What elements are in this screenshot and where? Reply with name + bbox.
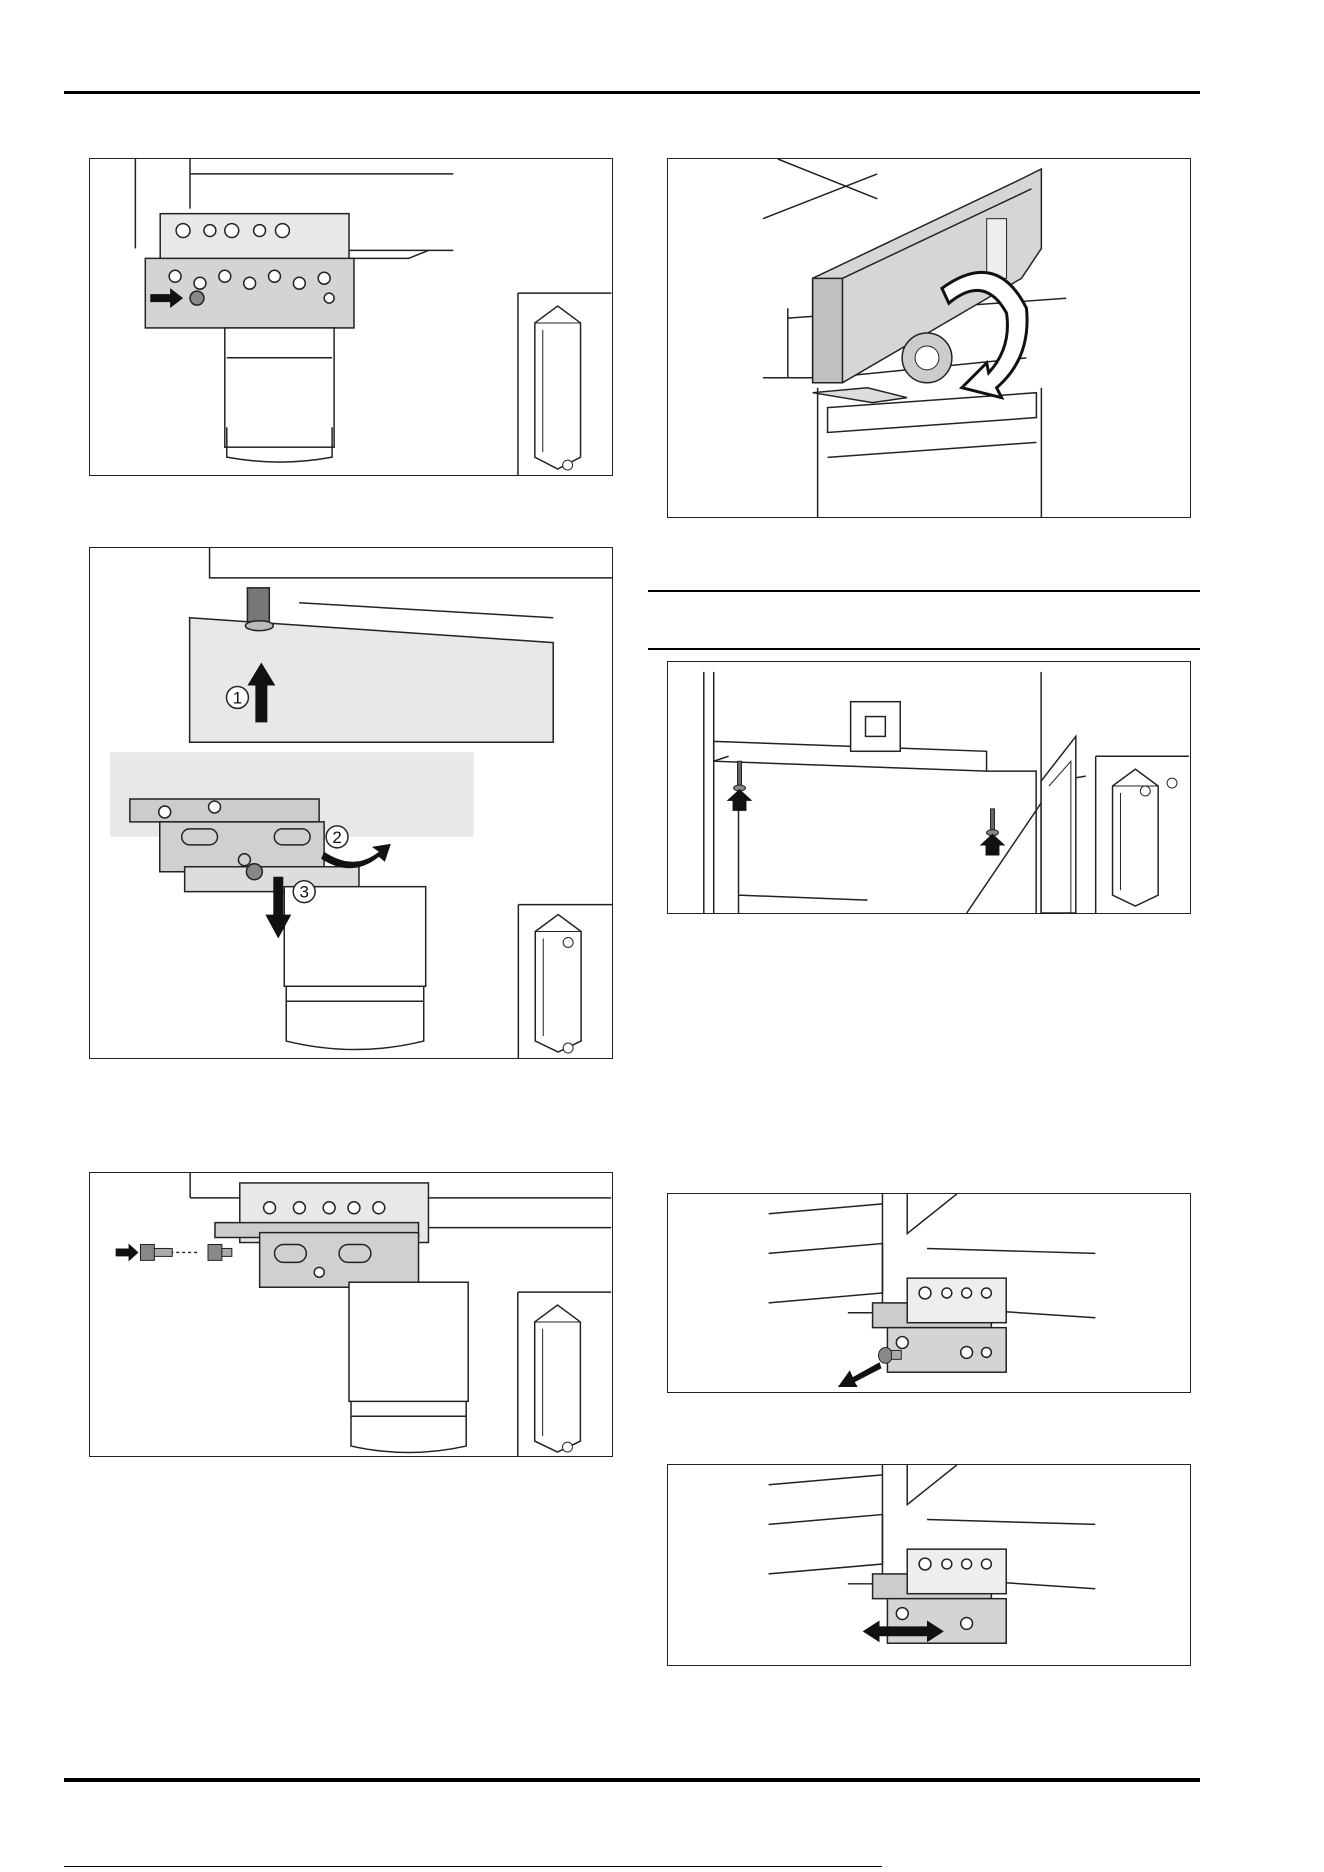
figure-hinge-screw-remove bbox=[667, 1193, 1191, 1393]
illustration-hinge-removal: 1 2 3 bbox=[90, 548, 612, 1058]
figure-hinge-remove-steps: 1 2 3 bbox=[89, 547, 613, 1059]
cabinet-thumbnail-icon bbox=[518, 905, 612, 1058]
rotate-arrow-icon bbox=[321, 844, 391, 868]
footer-rule bbox=[64, 1866, 882, 1867]
cabinet-thumbnail-icon bbox=[518, 1292, 611, 1456]
figure-hinge-adjust bbox=[667, 1464, 1191, 1666]
callout-1-label: 1 bbox=[233, 688, 242, 707]
arrow-diagonal-icon bbox=[838, 1362, 882, 1387]
callout-2-label: 2 bbox=[332, 828, 341, 847]
illustration-hinge-bracket bbox=[90, 159, 612, 475]
screw-icon bbox=[246, 864, 262, 880]
illustration-hinge-adjust bbox=[668, 1465, 1190, 1665]
cabinet-thumbnail-icon bbox=[518, 293, 611, 475]
curved-arrow-icon bbox=[942, 272, 1027, 397]
top-rule bbox=[64, 91, 1200, 94]
figure-hinge-screw-loosen bbox=[89, 158, 613, 476]
figure-top-panel-swing bbox=[667, 158, 1191, 518]
callout-3-label: 3 bbox=[299, 883, 308, 902]
illustration-hinge-screws bbox=[90, 1173, 612, 1456]
arrow-right-icon bbox=[116, 1244, 139, 1262]
figure-cabinet-top-screws bbox=[667, 661, 1191, 914]
illustration-hinge-detail bbox=[668, 1194, 1190, 1392]
arrow-up-icon bbox=[727, 789, 1006, 855]
screw-icon bbox=[140, 1244, 231, 1260]
cabinet-thumbnail-icon bbox=[1096, 756, 1189, 913]
section-rule-bottom bbox=[648, 648, 1200, 650]
figure-hinge-insert-screws bbox=[89, 1172, 613, 1457]
illustration-cabinet-top bbox=[668, 662, 1190, 913]
section-rule-top bbox=[648, 590, 1200, 592]
screw-icon bbox=[734, 761, 999, 835]
screw-icon bbox=[190, 291, 204, 305]
bottom-rule bbox=[64, 1778, 1200, 1782]
illustration-top-panel bbox=[668, 159, 1190, 517]
